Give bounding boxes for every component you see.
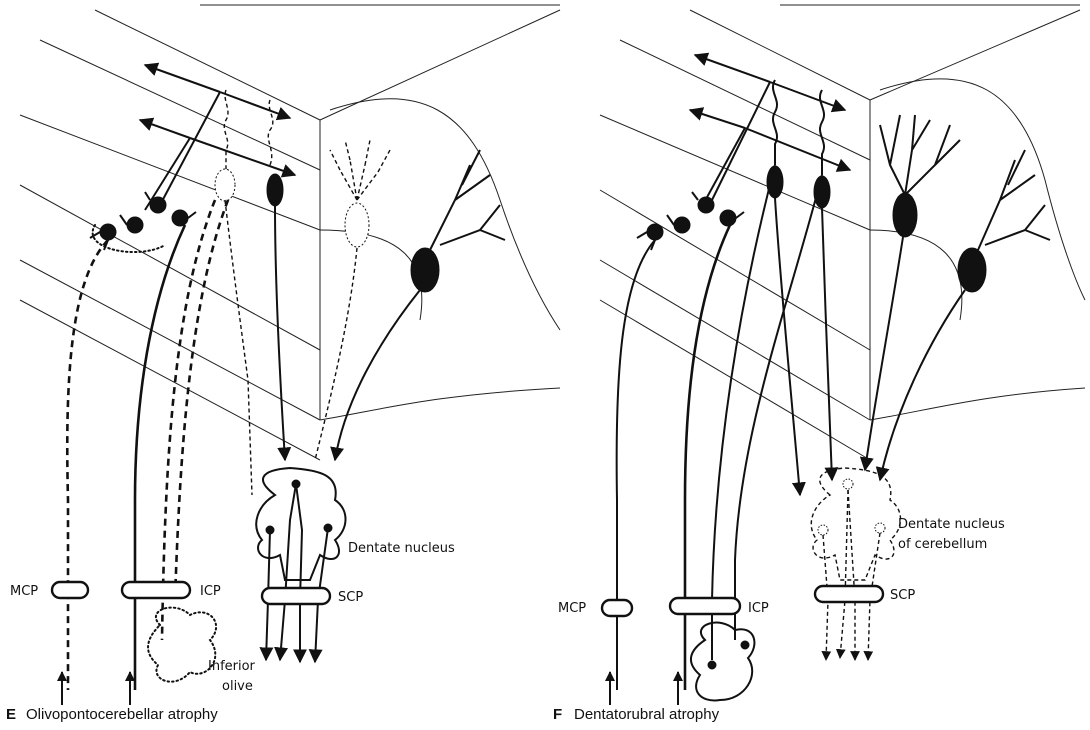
cortex-folia-outline-f xyxy=(600,5,1085,460)
inferior-olive-label-line2: olive xyxy=(222,679,253,694)
mcp-label: MCP xyxy=(10,584,38,599)
parallel-fibers xyxy=(140,65,295,175)
purkinje-cell-f2-icon xyxy=(814,176,830,208)
olivocerebellar-fiber-f xyxy=(712,165,775,660)
purkinje-cell-f1-icon xyxy=(767,166,783,198)
mossy-fiber-icp xyxy=(135,225,185,690)
scp-label-f: SCP xyxy=(890,588,915,603)
icp-label: ICP xyxy=(200,584,221,599)
olivocerebellar-fiber xyxy=(175,200,228,600)
climbing-fibers-f xyxy=(773,80,824,175)
dentate-nucleus-label-f-line2: of cerebellum xyxy=(898,537,987,552)
panel-e-caption: Olivopontocerebellar atrophy xyxy=(26,706,218,723)
purkinje-cell-icon xyxy=(267,174,283,206)
icp-band xyxy=(122,582,190,598)
inferior-olive-shape-f xyxy=(691,623,755,701)
mossy-fiber-mcp-f xyxy=(617,240,655,690)
scp-band-f xyxy=(815,586,883,602)
granule-axons xyxy=(145,92,220,210)
degenerated-purkinje-cell-2-icon xyxy=(345,203,369,247)
inferior-olive-label-line1: Inferior xyxy=(208,659,256,674)
mossy-fiber-mcp xyxy=(67,240,108,690)
mcp-band-f xyxy=(602,600,632,616)
panel-f-caption: Dentatorubral atrophy xyxy=(574,706,720,723)
scp-band xyxy=(262,588,330,604)
inferior-olive-shape xyxy=(148,608,216,682)
panel-e-letter: E xyxy=(6,706,16,723)
mcp-band xyxy=(52,582,88,598)
panel-f-letter: F xyxy=(553,706,562,723)
purkinje-cell-f3-icon xyxy=(893,193,917,237)
mcp-label-f: MCP xyxy=(558,601,586,616)
scp-label: SCP xyxy=(338,590,363,605)
panel-e: MCP ICP Inferior olive Dentate nucleus S… xyxy=(6,5,560,723)
purkinje-cell-large-icon xyxy=(411,248,439,292)
mossy-fiber-icp-f xyxy=(685,225,730,690)
purkinje-cell-f4-icon xyxy=(958,248,986,292)
degenerated-purkinje-cell-icon xyxy=(215,169,235,201)
icp-label-f: ICP xyxy=(748,601,769,616)
granule-axons-f xyxy=(700,82,770,210)
dentate-nucleus-label-f-line1: Dentate nucleus xyxy=(898,517,1005,532)
icp-band-f xyxy=(670,598,740,614)
dentate-nucleus-label: Dentate nucleus xyxy=(348,541,455,556)
panel-f: MCP ICP Dentate nucleus of cerebellum SC… xyxy=(553,5,1085,723)
